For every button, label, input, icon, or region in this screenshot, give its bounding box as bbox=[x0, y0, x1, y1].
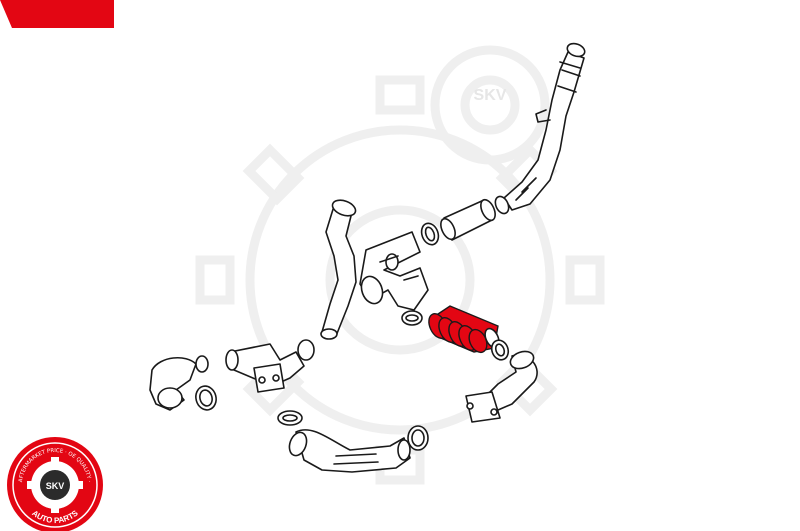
hose-clamp-1 bbox=[420, 222, 440, 246]
coupling-hose-upper bbox=[440, 195, 510, 241]
lower-intercooler-hose bbox=[288, 429, 411, 473]
throttle-housing bbox=[359, 231, 429, 326]
left-elbow-flange bbox=[225, 339, 315, 393]
hose-clamp-2 bbox=[490, 339, 510, 361]
highlighted-intercooler-hose bbox=[428, 305, 500, 354]
brand-tab bbox=[0, 0, 114, 28]
skv-logo: AFTERMARKET PRICE · OE QUALITY · AUTO PA… bbox=[7, 437, 103, 531]
far-left-hose bbox=[149, 355, 209, 411]
upper-intercooler-pipe bbox=[503, 42, 586, 211]
hose-clamp-3 bbox=[195, 385, 217, 411]
watermark-skv-text: SKV bbox=[474, 87, 507, 104]
hose-clamp-5 bbox=[407, 425, 429, 451]
logo-center-text: SKV bbox=[46, 481, 65, 491]
brand-label[interactable]: SKV.PL bbox=[729, 5, 784, 22]
watermark-gear-small bbox=[430, 45, 550, 165]
hose-clamp-4 bbox=[277, 410, 303, 426]
right-elbow-hose bbox=[465, 350, 538, 423]
left-vertical-hose bbox=[320, 199, 357, 340]
